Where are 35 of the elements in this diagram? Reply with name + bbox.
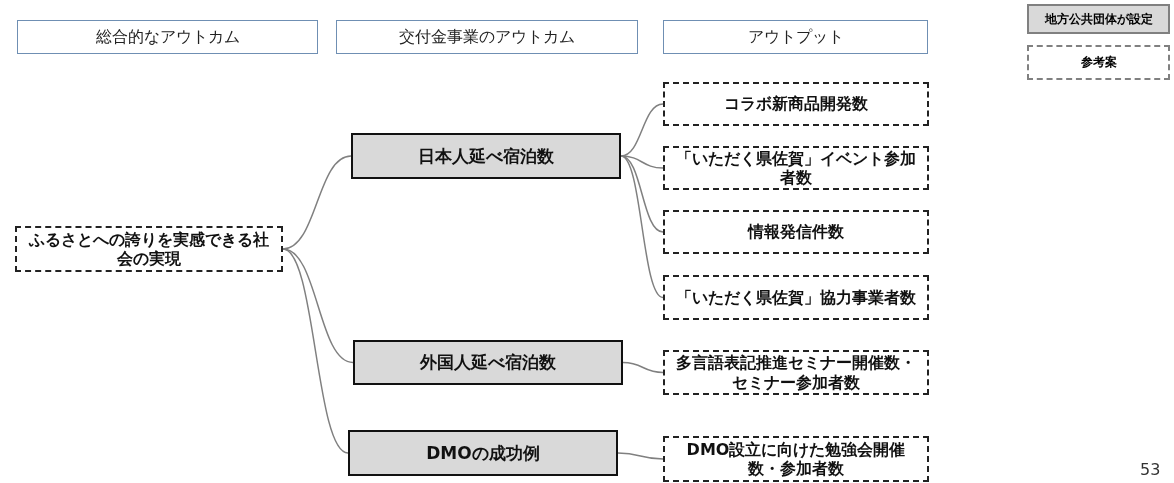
connector-line [282, 155, 352, 250]
node-text: コラボ新商品開発数 [724, 94, 868, 114]
dashed-box [15, 226, 283, 272]
node-text: ふるさとへの誇りを実感できる社会の実現 [27, 229, 270, 269]
node-text: 交付金事業のアウトカム [399, 27, 575, 47]
node-text: 外国人延べ宿泊数 [420, 352, 556, 373]
dashed-box [663, 350, 929, 395]
legend-text: 地方公共団体が設定 [1044, 10, 1153, 28]
node-text: 情報発信件数 [748, 222, 844, 242]
node-text: 多言語表記推進セミナー開催数・セミナー参加者数 [675, 353, 917, 392]
dashed-box [663, 82, 929, 126]
connector-line [617, 452, 664, 460]
node-text: 日本人延べ宿泊数 [418, 145, 554, 167]
connector-line [282, 248, 349, 454]
connector-line [620, 155, 664, 299]
column-header [17, 20, 318, 54]
node-text: アウトプット [747, 27, 844, 47]
dashed-box [663, 436, 929, 482]
node-text: 総合的なアウトカム [95, 27, 240, 47]
process-box [351, 133, 621, 179]
dashed-box [663, 210, 929, 254]
node-text: DMO設立に向けた勉強会開催数・参加者数 [685, 439, 907, 479]
legend-text: 参考案 [1080, 54, 1117, 71]
connector-line [622, 361, 664, 374]
column-header [336, 20, 638, 54]
connector-line [282, 248, 354, 364]
node-text: DMOの成功例 [426, 442, 540, 464]
dashed-box [663, 146, 929, 190]
page-number: 53 [1140, 460, 1161, 479]
node-text: 「いただく県佐賀」協力事業者数 [676, 287, 916, 308]
process-box [348, 430, 618, 476]
column-header [663, 20, 928, 54]
process-box [353, 340, 623, 385]
dashed-box [663, 275, 929, 320]
node-text: 「いただく県佐賀」イベント参加者数 [675, 148, 917, 188]
